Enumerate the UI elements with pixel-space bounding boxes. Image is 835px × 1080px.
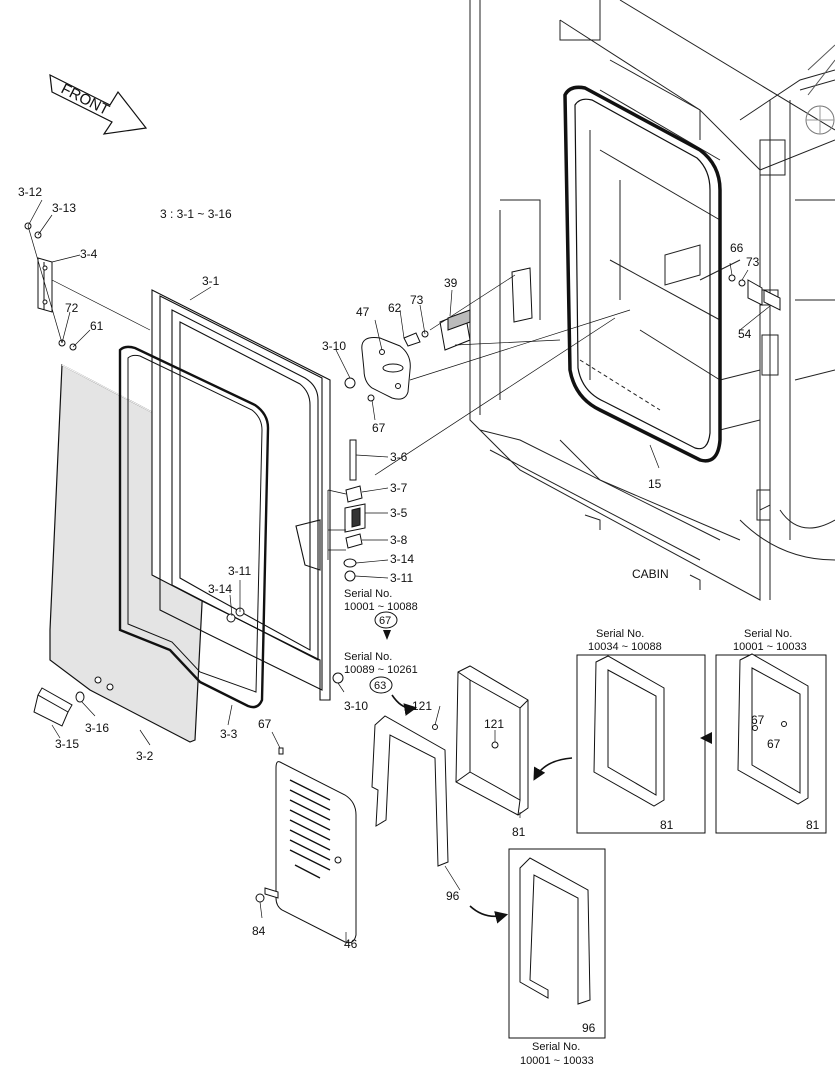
part-label-73-left: 73 <box>410 293 424 307</box>
connector-arrows <box>391 694 573 924</box>
part-label-3-2: 3-2 <box>136 749 154 763</box>
part-label-3-14-right: 3-14 <box>390 552 414 566</box>
legend-note: 3 : 3-1 ~ 3-16 <box>160 207 232 221</box>
front-direction-arrow: FRONT <box>49 73 148 135</box>
part-label-3-7: 3-7 <box>390 481 408 495</box>
callout-circle-63 <box>369 676 393 694</box>
part-label-73-right: 73 <box>746 255 760 269</box>
part-label-81-main: 81 <box>512 825 526 839</box>
serial-range-3: 10034 ~ 10088 <box>588 641 662 653</box>
detail-box-81-b <box>715 653 827 834</box>
serial-range-4: 10001 ~ 10033 <box>733 641 807 653</box>
part-label-3-13: 3-13 <box>52 201 76 215</box>
part-label-46: 46 <box>344 937 358 951</box>
detail-box-96 <box>508 848 606 1039</box>
part-label-121-box: 121 <box>484 717 504 731</box>
serial-arrow <box>383 630 391 640</box>
part-label-3-5: 3-5 <box>390 506 408 520</box>
leader-lines <box>27 199 771 942</box>
part-label-96-detail: 96 <box>582 1021 596 1035</box>
part-label-3-6: 3-6 <box>390 450 408 464</box>
part-label-3-11-right: 3-11 <box>390 571 413 585</box>
part-label-62: 62 <box>388 301 402 315</box>
part-label-3-12: 3-12 <box>18 185 42 199</box>
box-81-main <box>432 665 529 816</box>
door-seal-15 <box>563 85 722 463</box>
door-seal-3-3 <box>118 345 270 709</box>
serial-range-5: 10001 ~ 10033 <box>520 1055 594 1067</box>
hinge-3-4 <box>24 222 151 351</box>
detail-box-81-a <box>576 654 706 834</box>
part-label-15: 15 <box>648 477 662 491</box>
part-label-3-4: 3-4 <box>80 247 98 261</box>
striker-parts <box>361 267 631 476</box>
right-hinge-parts <box>728 274 781 311</box>
gasket-96-main <box>371 715 449 867</box>
callout-67: 67 <box>379 615 391 627</box>
part-label-67-upper: 67 <box>372 421 386 435</box>
part-label-39: 39 <box>444 276 458 290</box>
callout-63: 63 <box>374 680 386 692</box>
part-label-3-14-left: 3-14 <box>208 582 232 596</box>
cabin-label: CABIN <box>632 567 669 581</box>
part-label-3-3: 3-3 <box>220 727 238 741</box>
part-label-3-15: 3-15 <box>55 737 79 751</box>
part-label-3-10-bottom: 3-10 <box>344 699 368 713</box>
part-label-84: 84 <box>252 924 266 938</box>
part-label-3-10-top: 3-10 <box>322 339 346 353</box>
serial-title-2: Serial No. <box>344 651 392 663</box>
cabin-frame <box>469 0 835 601</box>
serial-title-4: Serial No. <box>744 628 792 640</box>
part-label-61: 61 <box>90 319 104 333</box>
part-label-3-11-left: 3-11 <box>228 564 251 578</box>
serial-title-3: Serial No. <box>596 628 644 640</box>
part-label-67-detail-right: 67 <box>767 737 781 751</box>
part-label-81-detail-b: 81 <box>806 818 820 832</box>
part-label-81-detail-a: 81 <box>660 818 674 832</box>
part-label-3-8: 3-8 <box>390 533 408 547</box>
part-label-3-16: 3-16 <box>85 721 109 735</box>
part-label-47: 47 <box>356 305 370 319</box>
part-label-67-cover: 67 <box>258 717 272 731</box>
callout-circle-67 <box>374 611 398 629</box>
part-label-121-left: 121 <box>412 699 432 713</box>
part-label-3-1: 3-1 <box>202 274 220 288</box>
part-label-66: 66 <box>730 241 744 255</box>
serial-title-1: Serial No. <box>344 588 392 600</box>
latch-assembly <box>226 377 366 684</box>
door-frame-3-1 <box>151 289 331 701</box>
part-label-72: 72 <box>65 301 79 315</box>
serial-range-2: 10089 ~ 10261 <box>344 664 418 676</box>
part-label-54: 54 <box>738 327 752 341</box>
part-label-96-main: 96 <box>446 889 460 903</box>
serial-range-1: 10001 ~ 10088 <box>344 601 418 613</box>
cover-plate-46 <box>255 747 357 944</box>
serial-title-5: Serial No. <box>532 1041 580 1053</box>
pointer-triangle <box>700 732 712 744</box>
handle-3-15 <box>33 687 85 727</box>
part-label-67-detail-left: 67 <box>751 713 765 727</box>
